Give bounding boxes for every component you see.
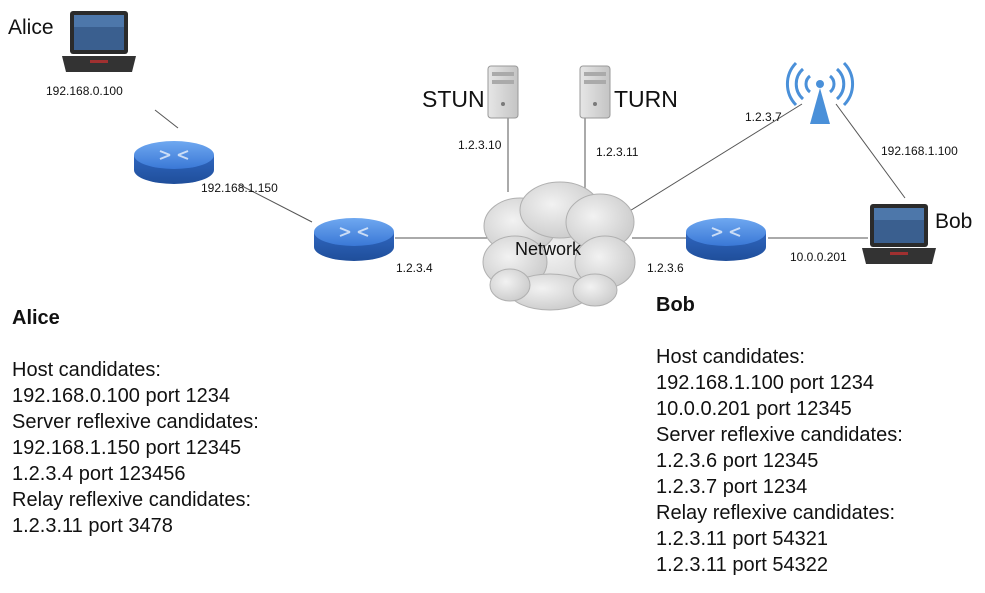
candidate-item: 1.2.3.11 port 54321 xyxy=(656,528,828,550)
ip-label: 1.2.3.6 xyxy=(647,261,684,275)
router-icon xyxy=(686,218,766,261)
candidate-item: 192.168.1.100 port 1234 xyxy=(656,372,874,394)
ip-label: 192.168.1.100 xyxy=(881,144,958,158)
panel-title: Alice xyxy=(12,307,60,329)
relay-candidates-heading: Relay reflexive candidates: xyxy=(656,502,896,524)
stun-label: STUN xyxy=(422,86,485,112)
turn-label: TURN xyxy=(614,86,678,112)
candidate-item: 1.2.3.7 port 1234 xyxy=(656,476,808,498)
wifi-antenna-icon xyxy=(785,61,855,124)
candidate-item: 192.168.1.150 port 12345 xyxy=(12,437,242,459)
bob-label: Bob xyxy=(935,210,973,233)
candidate-item: 1.2.3.11 port 3478 xyxy=(12,515,173,537)
candidate-item: 1.2.3.11 port 54322 xyxy=(656,554,828,576)
server-icon xyxy=(487,65,519,119)
candidate-item: 10.0.0.201 port 12345 xyxy=(656,398,852,420)
bob-candidates-panel: Bob Host candidates: 192.168.1.100 port … xyxy=(656,292,903,578)
host-candidates-heading: Host candidates: xyxy=(12,359,161,381)
connection-lines xyxy=(154,103,906,239)
network-label: Network xyxy=(515,239,582,259)
panel-title: Bob xyxy=(656,294,695,316)
ip-label: 10.0.0.201 xyxy=(790,250,847,264)
ip-label: 1.2.3.7 xyxy=(745,110,782,124)
router-icon xyxy=(314,218,394,261)
ip-label: 1.2.3.4 xyxy=(396,261,433,275)
candidate-item: 1.2.3.4 port 123456 xyxy=(12,463,186,485)
router-icon xyxy=(134,141,214,184)
relay-candidates-heading: Relay reflexive candidates: xyxy=(12,489,252,511)
ip-label: 1.2.3.10 xyxy=(458,138,502,152)
ip-label: 192.168.0.100 xyxy=(46,84,123,98)
laptop-icon xyxy=(862,204,936,264)
host-candidates-heading: Host candidates: xyxy=(656,346,805,368)
network-cloud-icon xyxy=(482,181,636,311)
srflx-candidates-heading: Server reflexive candidates: xyxy=(656,424,903,446)
alice-candidates-panel: Alice Host candidates: 192.168.0.100 por… xyxy=(12,305,259,539)
srflx-candidates-heading: Server reflexive candidates: xyxy=(12,411,259,433)
candidate-item: 192.168.0.100 port 1234 xyxy=(12,385,230,407)
server-icon xyxy=(579,65,611,119)
alice-label: Alice xyxy=(8,16,54,39)
ip-label: 1.2.3.11 xyxy=(596,145,639,159)
candidate-item: 1.2.3.6 port 12345 xyxy=(656,450,819,472)
ip-label: 192.168.1.150 xyxy=(201,181,278,195)
laptop-icon xyxy=(62,11,136,72)
